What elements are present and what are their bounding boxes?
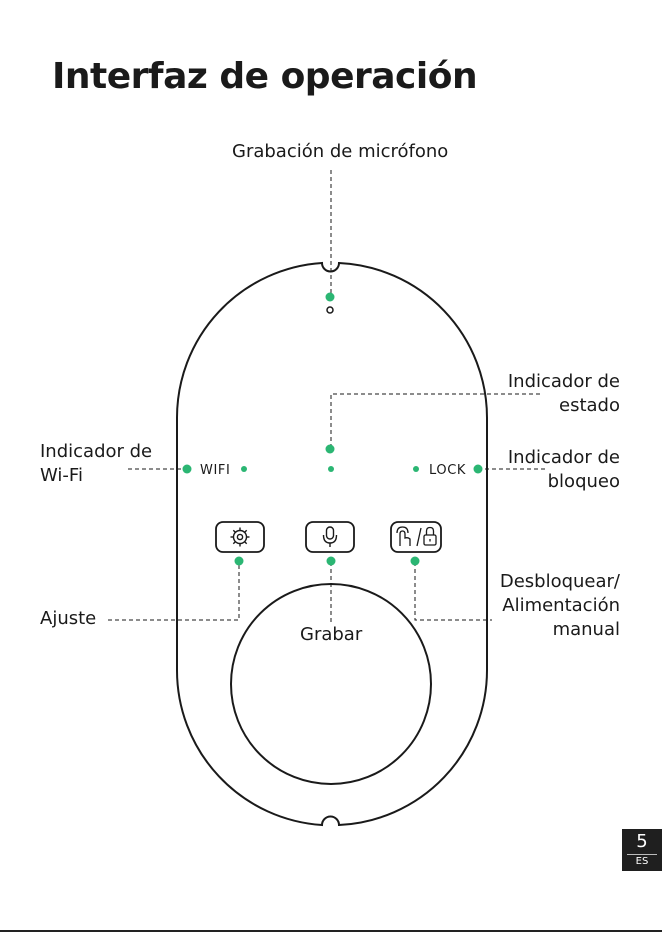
lock-label-line1: Indicador de <box>470 446 620 470</box>
unlock-label-line1: Desbloquear/ <box>440 570 620 594</box>
unlock-button-dot <box>411 557 420 566</box>
touch-unlock-icon <box>397 527 436 546</box>
indicator-dots <box>183 293 483 566</box>
wifi-led <box>241 466 247 472</box>
wifi-indicator-dot <box>183 465 192 474</box>
gear-icon <box>231 528 250 547</box>
microphone-icon <box>324 527 337 547</box>
unlock-label-line2: Alimentación <box>440 594 620 618</box>
page-badge: 5 ES <box>622 829 662 871</box>
bottom-rule <box>0 930 662 932</box>
settings-button-dot <box>235 557 244 566</box>
wifi-indicator-label: Indicador de Wi-Fi <box>40 440 152 488</box>
unlock-label-line3: manual <box>440 618 620 642</box>
wifi-device-text: WIFI <box>200 463 230 478</box>
lock-device-text: LOCK <box>429 463 466 478</box>
page-number: 5 <box>622 829 662 854</box>
unlock-button[interactable] <box>391 522 441 552</box>
wifi-label-line2: Wi-Fi <box>40 464 152 488</box>
status-label-line1: Indicador de <box>470 370 620 394</box>
mic-button-dot <box>327 557 336 566</box>
wifi-label-line1: Indicador de <box>40 440 152 464</box>
mic-recording-label: Grabación de micrófono <box>232 140 448 164</box>
settings-button[interactable] <box>216 522 264 552</box>
lock-led <box>413 466 419 472</box>
status-label-line2: estado <box>470 394 620 418</box>
status-led <box>328 466 334 472</box>
mic-indicator-dot <box>326 293 335 302</box>
record-label: Grabar <box>300 623 362 647</box>
mic-hole <box>327 307 333 313</box>
unlock-power-label: Desbloquear/ Alimentación manual <box>440 570 620 642</box>
lock-indicator-label: Indicador de bloqueo <box>470 446 620 494</box>
settings-label: Ajuste <box>40 607 96 631</box>
finger-touch-icon <box>400 531 410 546</box>
mic-button[interactable] <box>306 522 354 552</box>
page-language: ES <box>627 854 657 871</box>
lock-label-line2: bloqueo <box>470 470 620 494</box>
status-indicator-dot <box>326 445 335 454</box>
status-indicator-label: Indicador de estado <box>470 370 620 418</box>
